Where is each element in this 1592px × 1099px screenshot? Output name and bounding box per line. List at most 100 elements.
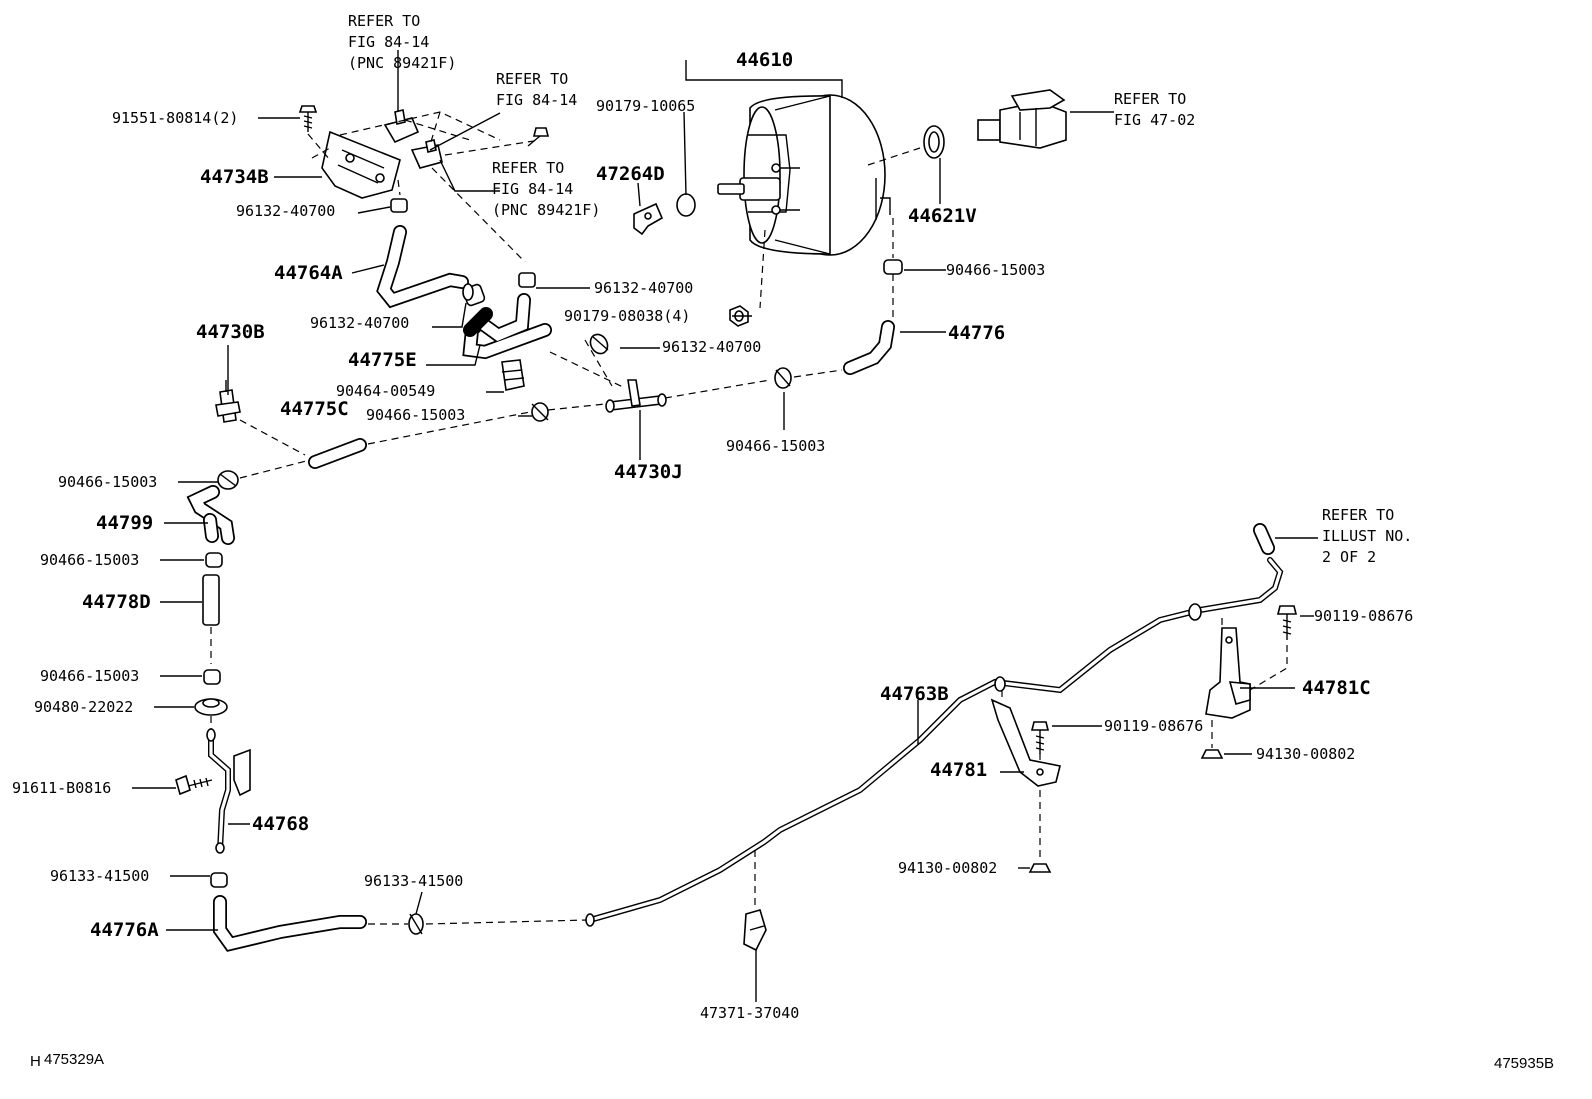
label-94130-00802-b: 94130-00802 [898,859,997,877]
refer-fig-47-02: REFER TO FIG 47-02 [1114,90,1195,129]
label-96132-40700-b: 96132-40700 [594,279,693,297]
footer-left-code: 475329A [44,1051,104,1068]
pad-90179-10065 [676,193,696,217]
label-90119-08676-a: 90119-08676 [1314,607,1413,625]
bracket-47264D [633,202,664,236]
label-90466-15003-d: 90466-15003 [726,437,825,455]
refer-line-1: REFER TO [1114,90,1186,108]
hose-44775E [462,293,552,360]
label-90466-15003-e: 90466-15003 [40,551,139,569]
refer-line-3: 2 OF 2 [1322,548,1376,566]
label-90466-15003-a: 90466-15003 [58,473,157,491]
clamp-96132-40700-a2 [518,272,536,288]
pipe-44799 [186,485,235,545]
bolt-91611-B0816 [175,774,213,796]
hose-44776 [843,320,895,375]
refer-line-3: (PNC 89421F) [492,201,600,219]
refer-line-1: REFER TO [496,70,568,88]
bolt-90119-08676-b [1030,721,1050,754]
clamp-90466-15003-c [531,402,549,422]
footer-right-code: 475935B [1494,1055,1554,1072]
footer-left-mark: H [30,1053,41,1070]
master-cylinder-ref [977,89,1067,149]
pipe-44763B [585,557,1284,927]
label-91551-80814: 91551-80814(2) [112,109,238,127]
label-91611-B0816: 91611-B0816 [12,779,111,797]
clamp-96132-40700-b [462,283,486,307]
refer-line-2: ILLUST NO. [1322,527,1412,545]
label-96132-40700-a: 96132-40700 [236,202,335,220]
pipe-44768 [206,728,251,854]
label-44778D: 44778D [82,591,151,613]
refer-line-2: FIG 84-14 [348,33,429,51]
hose-44776A [213,895,367,952]
bracket-44781C [1205,627,1251,719]
refer-line-1: REFER TO [1322,506,1394,524]
clamp-90466-15003-a [217,470,239,490]
label-44764A: 44764A [274,262,343,284]
label-96133-41500-b: 96133-41500 [364,872,463,890]
bolt-91551-80814 [298,105,331,161]
refer-line-2: FIG 47-02 [1114,111,1195,129]
label-90179-10065: 90179-10065 [596,97,695,115]
label-44781C: 44781C [1302,677,1371,699]
label-96132-40700-c: 96132-40700 [310,314,409,332]
clip-90464-00549 [501,359,525,391]
label-44775C: 44775C [280,398,349,420]
nut-94130-00802-a [1200,749,1224,759]
refer-illust-no2: REFER TO ILLUST NO. 2 OF 2 [1322,506,1412,566]
ref-hose-illust2 [1253,523,1275,555]
label-44781: 44781 [930,759,987,781]
label-44799: 44799 [96,512,153,534]
clamp-90466-15003-b [883,259,903,275]
label-44775E: 44775E [348,349,417,371]
refer-fig-84-14-mid: REFER TO FIG 84-14 [496,70,577,109]
refer-line-3: (PNC 89421F) [348,54,456,72]
bracket-44781 [990,698,1061,787]
refer-fig-84-14-pnc-top: REFER TO FIG 84-14 (PNC 89421F) [348,12,456,72]
label-90119-08676-b: 90119-08676 [1104,717,1203,735]
clamp-90466-15003-e [205,552,223,568]
label-96133-41500-a: 96133-41500 [50,867,149,885]
label-90179-08038: 90179-08038(4) [564,307,690,325]
refer-fig-84-14-pnc-mid: REFER TO FIG 84-14 (PNC 89421F) [492,159,600,219]
label-44610: 44610 [736,49,793,71]
three-way-joint-44730J [605,379,667,413]
clamp-96132-40700-d [589,333,609,355]
label-90466-15003-b: 90466-15003 [946,261,1045,279]
label-44768: 44768 [252,813,309,835]
grommet-90480-22022 [194,698,228,716]
hose-44778D [202,574,220,626]
label-47264D: 47264D [596,163,665,185]
label-90466-15003-c: 90466-15003 [366,406,465,424]
seal-44621V [923,125,945,159]
clamp-96133-41500-a [210,872,228,888]
nut-94130-00802-b [1028,863,1052,873]
leader-lines [132,50,1318,1002]
clamp-90466-15003-d [774,367,792,389]
clamp-90466-15003-f [203,669,221,685]
vsv-bracket-assembly [298,105,550,263]
hose-44764A [376,225,469,309]
brake-booster-44610 [717,94,891,256]
label-44730B: 44730B [196,321,265,343]
label-44734B: 44734B [200,166,269,188]
label-90464-00549: 90464-00549 [336,382,435,400]
label-44763B: 44763B [880,683,949,705]
refer-line-1: REFER TO [492,159,564,177]
refer-line-2: FIG 84-14 [496,91,577,109]
label-94130-00802-a: 94130-00802 [1256,745,1355,763]
label-90466-15003-f: 90466-15003 [40,667,139,685]
label-47371-37040: 47371-37040 [700,1004,799,1022]
label-44776A: 44776A [90,919,159,941]
hose-44775C [308,438,367,469]
label-44776: 44776 [948,322,1005,344]
label-90480-22022: 90480-22022 [34,698,133,716]
clamp-96133-41500-b [408,913,424,935]
refer-line-2: FIG 84-14 [492,180,573,198]
check-valve-44730B [215,380,241,423]
refer-line-1: REFER TO [348,12,420,30]
clip-47371-37040 [743,909,767,952]
